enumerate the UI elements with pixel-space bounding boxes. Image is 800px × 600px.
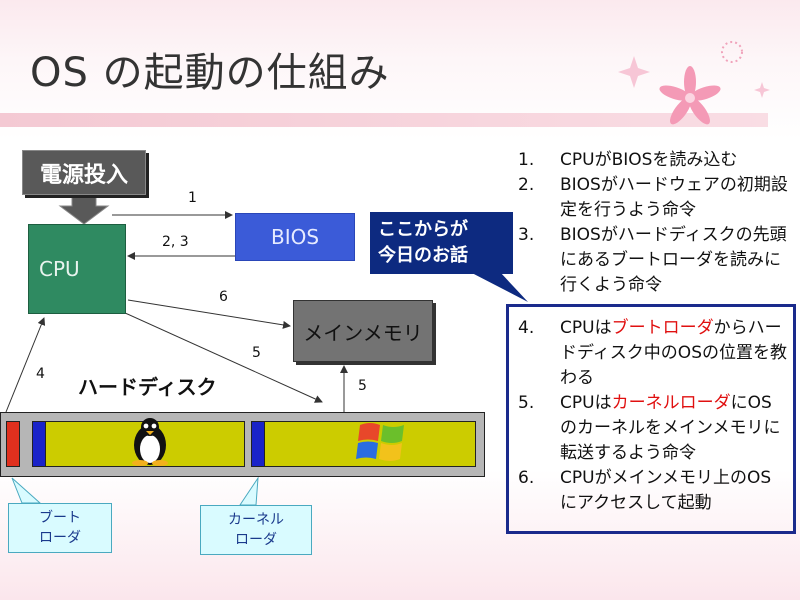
sparkle-decoration-icon xyxy=(618,41,770,125)
main-memory-box: メインメモリ xyxy=(293,300,433,362)
bootloader-pointer xyxy=(11,477,42,504)
callout-pointer xyxy=(470,272,528,302)
kernel-loader-callout: カーネル ローダ xyxy=(200,505,312,555)
power-to-cpu-arrow xyxy=(58,195,110,225)
arrow-label-5-up: 5 xyxy=(358,378,367,394)
bootloader-callout-line-1: ブート xyxy=(39,510,81,526)
callout-line-2: 今日のお話 xyxy=(378,245,468,266)
step-text: CPUがBIOSを読み込む xyxy=(560,150,738,170)
hard-disk xyxy=(0,412,485,477)
step-text: CPUがメインメモリ上のOSにアクセスして起動 xyxy=(560,468,772,513)
arrow-label-6: 6 xyxy=(219,289,228,305)
arrow-label-2-3: 2, 3 xyxy=(162,234,189,250)
linux-kernel-loader-segment xyxy=(32,421,46,467)
arrow-4 xyxy=(5,317,46,413)
arrow-5-diagonal xyxy=(91,297,323,403)
step-text-prefix: CPUは xyxy=(560,318,612,338)
arrow-label-5-diagonal: 5 xyxy=(252,345,261,361)
callout-line-1: ここからが xyxy=(378,219,468,240)
highlight-panel xyxy=(506,304,796,534)
hard-disk-label: ハードディスク xyxy=(78,375,217,399)
step-highlight: カーネルローダ xyxy=(611,393,731,413)
arrow-label-4: 4 xyxy=(36,366,45,382)
kernel-loader-callout-line-2: ローダ xyxy=(235,532,277,548)
step-text: BIOSがハードウェアの初期設定を行うよう命令 xyxy=(560,175,788,220)
step-number: 3. xyxy=(518,225,535,245)
cpu-box: CPU xyxy=(28,224,126,314)
power-on-box: 電源投入 xyxy=(22,150,146,195)
step-number: 1. xyxy=(518,150,535,170)
step-number: 6. xyxy=(518,468,535,488)
linux-penguin-icon xyxy=(132,418,168,466)
step-item: 6. CPUがメインメモリ上のOSにアクセスして起動 xyxy=(518,466,788,516)
arrow-6 xyxy=(127,299,291,329)
step-text-prefix: CPUは xyxy=(560,393,612,413)
step-number: 5. xyxy=(518,393,535,413)
bootloader-segment xyxy=(6,421,20,467)
bios-label: BIOS xyxy=(270,225,320,249)
bootloader-callout: ブート ローダ xyxy=(8,503,112,553)
step-item: 1. CPUがBIOSを読み込む xyxy=(518,148,788,173)
bootloader-callout-line-2: ローダ xyxy=(39,530,81,546)
step-text-suffix: にOSのカーネルをメインメモリに転送するよう命令 xyxy=(560,393,781,463)
step-item: 5. CPUはカーネルローダにOSのカーネルをメインメモリに転送するよう命令 xyxy=(518,391,788,466)
windows-logo-icon xyxy=(356,423,404,461)
step-item: 3. BIOSがハードディスクの先頭にあるブートローダを読みに行くよう命令 xyxy=(518,223,788,298)
step-number: 4. xyxy=(518,318,535,338)
step-text-suffix: からハードディスク中のOSの位置を教わる xyxy=(560,318,787,388)
kernel-loader-callout-line-1: カーネル xyxy=(228,512,284,528)
callout-box: ここからが 今日のお話 xyxy=(370,212,513,274)
arrow-label-1: 1 xyxy=(188,190,197,206)
power-on-label: 電源投入 xyxy=(39,162,128,188)
windows-kernel-loader-segment xyxy=(251,421,265,467)
step-highlight: ブートローダ xyxy=(611,318,714,338)
cpu-label: CPU xyxy=(39,257,80,281)
step-item: 4. CPUはブートローダからハードディスク中のOSの位置を教わる xyxy=(518,316,788,391)
step-number: 2. xyxy=(518,175,535,195)
title-underline-band xyxy=(0,113,768,127)
step-text: BIOSがハードディスクの先頭にあるブートローダを読みに行くよう命令 xyxy=(560,225,787,295)
steps-list: 1. CPUがBIOSを読み込む 2. BIOSがハードウェアの初期設定を行うよ… xyxy=(518,148,788,516)
bios-box: BIOS xyxy=(235,213,355,261)
slide-title: OS の起動の仕組み xyxy=(30,50,390,96)
kernel-pointer xyxy=(239,476,259,506)
main-memory-label: メインメモリ xyxy=(303,320,423,345)
step-item: 2. BIOSがハードウェアの初期設定を行うよう命令 xyxy=(518,173,788,223)
